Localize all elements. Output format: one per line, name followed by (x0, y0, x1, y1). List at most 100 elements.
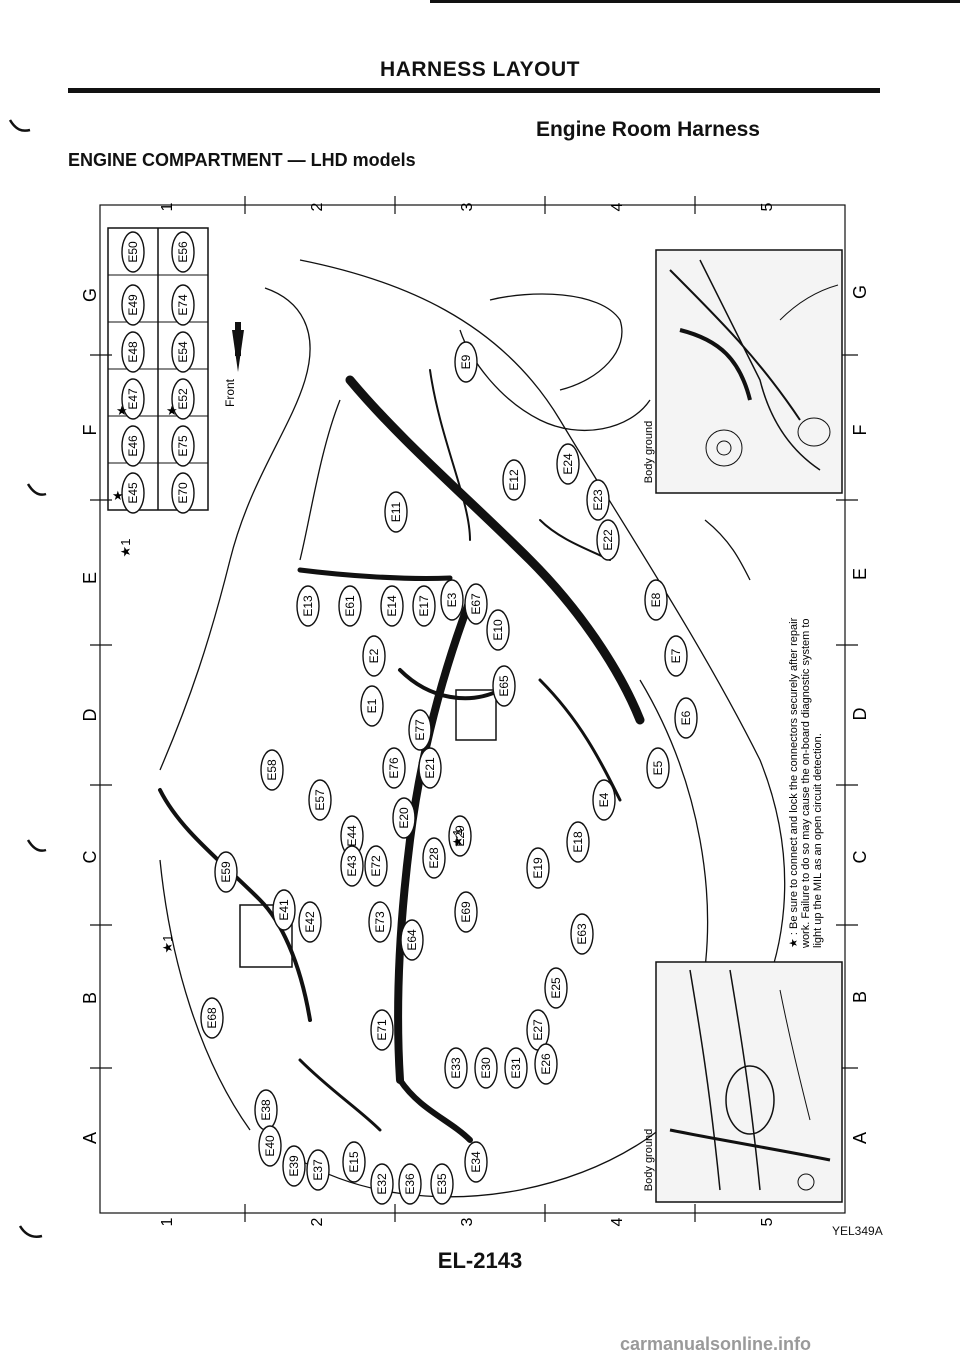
table-cell-E56-label: E56 (176, 241, 190, 263)
note-line-0: ★ : Be sure to connect and lock the conn… (788, 617, 800, 948)
row-label-right-B: B (850, 991, 870, 1003)
connector-E71: E71 (370, 1009, 394, 1051)
connector-E21-label: E21 (423, 757, 437, 779)
col-label-top-5: 5 (759, 202, 776, 211)
connector-E31-label: E31 (509, 1057, 523, 1079)
connector-E38: E38 (254, 1089, 278, 1131)
connector-E44-label: E44 (345, 825, 359, 847)
table-cell-E45-label: E45 (126, 482, 140, 504)
table-cell-E47: E47 (121, 378, 145, 420)
row-label-left-E: E (80, 572, 100, 584)
col-label-top-2: 2 (309, 202, 326, 211)
connector-E67-label: E67 (469, 593, 483, 615)
connector-E34: E34 (464, 1141, 488, 1183)
connector-E35: E35 (430, 1163, 454, 1205)
connector-E1-label: E1 (365, 698, 379, 713)
table-cell-E70-label: E70 (176, 482, 190, 504)
connector-E18-label: E18 (571, 831, 585, 853)
connector-E25: E25 (544, 967, 568, 1009)
connector-E23-label: E23 (591, 489, 605, 511)
connector-E37: E37 (306, 1149, 330, 1191)
table-star-3: ★ (166, 403, 178, 418)
connector-E73-label: E73 (373, 911, 387, 933)
connector-E2-label: E2 (367, 648, 381, 663)
col-label-bottom-4: 4 (609, 1217, 626, 1226)
connector-E20: E20 (392, 797, 416, 839)
connector-E18: E18 (566, 821, 590, 863)
connector-E6-label: E6 (679, 710, 693, 725)
row-label-right-C: C (850, 851, 870, 864)
subtitle: ENGINE COMPARTMENT — LHD models (68, 150, 416, 170)
connector-E11-label: E11 (389, 501, 403, 522)
table-cell-E75-label: E75 (176, 435, 190, 457)
col-label-bottom-2: 2 (309, 1217, 326, 1226)
connector-E72: E72 (364, 845, 388, 887)
connector-E24-label: E24 (561, 453, 575, 475)
connector-E59-label: E59 (219, 861, 233, 883)
connector-E76-label: E76 (387, 757, 401, 779)
row-label-left-A: A (80, 1132, 100, 1144)
connector-E32-label: E32 (375, 1173, 389, 1195)
connector-E5: E5 (646, 747, 670, 789)
connector-E10-label: E10 (491, 619, 505, 641)
connector-E9: E9 (454, 341, 478, 383)
connector-E72-label: E72 (369, 855, 383, 877)
connector-E23: E23 (586, 479, 610, 521)
body-ground-top-label: Body ground (643, 421, 655, 483)
table-cell-E56: E56 (171, 231, 195, 273)
table-cell-E49: E49 (121, 284, 145, 326)
connector-E21: E21 (418, 747, 442, 789)
connector-E73: E73 (368, 901, 392, 943)
connector-E40: E40 (258, 1125, 282, 1167)
connector-E19: E19 (526, 847, 550, 889)
row-label-left-G: G (80, 288, 100, 302)
connector-E42: E42 (298, 901, 322, 943)
connector-E28: E28 (422, 837, 446, 879)
star1-mark: ★1 (160, 935, 175, 954)
watermark-text: carmanualsonline.info (620, 1334, 812, 1354)
connector-E71-label: E71 (375, 1019, 389, 1041)
connector-E35-label: E35 (435, 1173, 449, 1195)
connector-E29-label: E29 (453, 825, 467, 847)
table-cell-E45: E45 (121, 472, 145, 514)
connector-E14-label: E14 (385, 595, 399, 617)
col-label-bottom-3: 3 (459, 1217, 476, 1226)
connector-E10: E10 (486, 609, 510, 651)
connector-E28-label: E28 (427, 847, 441, 869)
connector-E5-label: E5 (651, 760, 665, 775)
table-cell-E50-label: E50 (126, 241, 140, 263)
connector-E7: E7 (664, 635, 688, 677)
connector-E4-label: E4 (597, 792, 611, 807)
connector-E13-label: E13 (301, 595, 315, 617)
connector-E41: E41 (272, 889, 296, 931)
inset-bottom-photo (655, 961, 843, 1203)
connector-E77: E77 (408, 709, 432, 751)
note-line-1: work. Failure to do so may cause the on-… (800, 618, 812, 949)
col-label-bottom-5: 5 (759, 1217, 776, 1226)
connector-E38-label: E38 (259, 1099, 273, 1121)
table-cell-E50: E50 (121, 231, 145, 273)
connector-E6: E6 (674, 697, 698, 739)
connector-E19-label: E19 (531, 857, 545, 879)
table-cell-E52-label: E52 (176, 388, 190, 410)
row-label-left-C: C (80, 851, 100, 864)
table-cell-E48-label: E48 (126, 341, 140, 363)
connector-E68: E68 (200, 997, 224, 1039)
connector-E1: E1 (360, 685, 384, 727)
page-title: HARNESS LAYOUT (380, 58, 580, 81)
table-cell-E52: E52 (171, 378, 195, 420)
col-label-top-1: 1 (159, 202, 176, 211)
connector-E76: E76 (382, 747, 406, 789)
connector-E40-label: E40 (263, 1135, 277, 1157)
connector-E41-label: E41 (277, 899, 291, 921)
figure-code: YEL349A (832, 1224, 883, 1238)
connector-E57-label: E57 (313, 789, 327, 811)
connector-E69-label: E69 (459, 901, 473, 923)
connector-E27: E27 (526, 1009, 550, 1051)
star1-note-table: ★1 (118, 539, 133, 558)
connector-E9-label: E9 (459, 354, 473, 369)
col-label-top-3: 3 (459, 202, 476, 211)
connector-E36: E36 (398, 1163, 422, 1205)
table-cell-E75: E75 (171, 425, 195, 467)
connector-E63-label: E63 (575, 923, 589, 945)
